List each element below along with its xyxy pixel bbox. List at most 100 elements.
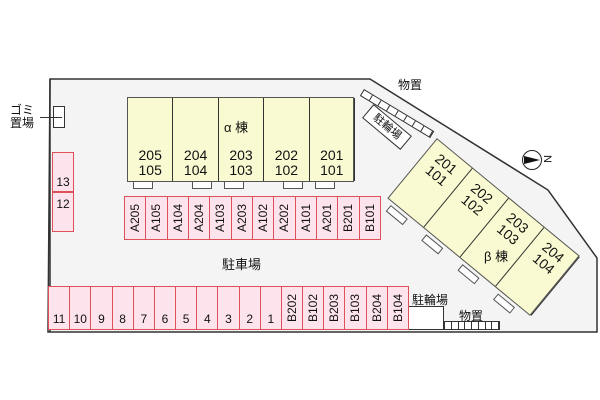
parking-space-label: 13	[56, 175, 70, 189]
unit-upper-number: 201	[320, 147, 344, 163]
parking-space-label: B102	[306, 293, 321, 323]
parking-space: 11	[48, 286, 71, 330]
bike-parking	[408, 306, 444, 330]
building-alpha-label: α 棟	[224, 120, 249, 135]
balcony	[192, 181, 213, 189]
unit-lower-number: 103	[229, 162, 253, 178]
parking-space-label: B202	[285, 293, 300, 323]
storage-bottom	[444, 321, 500, 330]
parking-space-label: A102	[256, 203, 271, 233]
storage-bottom-label: 物置	[459, 309, 484, 323]
parking-space: 10	[69, 286, 92, 330]
garbage-leader-line	[40, 117, 62, 118]
unit-upper-number: 202	[274, 147, 299, 163]
parking-space: 9	[90, 286, 113, 330]
parking-space: 4	[196, 286, 219, 330]
parking-space: 5	[175, 286, 198, 330]
parking-space-label: 7	[140, 312, 148, 326]
unit-lower-number: 105	[138, 162, 162, 178]
parking-space-label: A205	[128, 203, 143, 233]
parking-space-label: 6	[161, 312, 169, 326]
parking-space-label: 3	[225, 312, 232, 326]
parking-space: 12	[52, 192, 74, 232]
balcony	[223, 181, 244, 189]
parking-space-label: B203	[327, 293, 342, 323]
parking-space: B204	[365, 286, 388, 330]
parking-space-label: A101	[298, 203, 313, 233]
parking-space-label: A104	[170, 203, 185, 233]
parking-space: B203	[323, 286, 346, 330]
parking-space: 1	[259, 286, 282, 330]
compass-north-label: N	[540, 155, 553, 163]
parking-space-label: A201	[320, 203, 335, 233]
parking-space-label: 4	[203, 312, 211, 326]
parking-space-label: B204	[369, 293, 384, 323]
garbage-label: ゴミ置場	[10, 103, 35, 130]
balcony	[283, 181, 304, 189]
unit-lower-number: 104	[183, 162, 208, 178]
parking-space-label: A105	[149, 203, 164, 233]
unit-upper-number: 203	[229, 147, 253, 163]
balcony	[314, 181, 335, 189]
parking-space-label: 2	[246, 312, 253, 326]
parking-space: 2	[238, 286, 261, 330]
unit-upper-number: 204	[183, 147, 208, 163]
parking-space: 3	[217, 286, 240, 330]
unit-lower-number: 101	[320, 162, 344, 178]
parking-space: B102	[302, 286, 325, 330]
parking-space-label: A202	[277, 203, 292, 233]
parking-space: 13	[52, 152, 74, 192]
parking-space-label: B201	[341, 203, 356, 233]
bike-parking-label: 駐輪場	[412, 293, 449, 307]
parking-space: A101	[294, 196, 317, 240]
parking-space: B101	[358, 196, 381, 240]
compass-icon	[522, 150, 542, 170]
unit-upper-number: 205	[138, 147, 162, 163]
parking-space-label: B103	[348, 293, 363, 323]
parking-space: B104	[386, 286, 409, 330]
parking-space-label: B101	[362, 203, 377, 233]
parking-space: 6	[153, 286, 177, 330]
parking-space: A204	[188, 196, 211, 240]
parking-space: B103	[344, 286, 367, 330]
building-beta-label: β 棟	[484, 249, 509, 264]
parking-space: A103	[209, 196, 232, 240]
parking-space-label: 5	[182, 312, 190, 326]
parking-space: 8	[111, 286, 134, 330]
parking-space-label: A204	[192, 203, 207, 233]
parking-space-label: 9	[98, 312, 105, 326]
parking-space: 7	[132, 286, 155, 330]
parking-space: A205	[124, 196, 147, 240]
storage-top-label: 物置	[398, 78, 423, 92]
parking-space: A202	[273, 196, 296, 240]
parking-space-label: 1	[267, 312, 275, 326]
parking-label: 駐車場	[222, 257, 262, 272]
parking-space-label: 8	[119, 312, 126, 326]
parking-space-label: A203	[234, 203, 249, 233]
parking-space-label: 12	[56, 197, 70, 211]
parking-space: B201	[337, 196, 360, 240]
parking-space-label: 11	[52, 312, 66, 326]
unit-lower-number: 102	[274, 162, 299, 178]
parking-space: A102	[252, 196, 275, 240]
parking-space: A201	[316, 196, 339, 240]
parking-space-label: 10	[73, 312, 87, 326]
parking-space-label: A103	[213, 203, 228, 233]
parking-space-label: B104	[390, 293, 405, 323]
parking-space: A203	[230, 196, 253, 240]
balcony	[133, 181, 153, 189]
parking-space: A105	[145, 196, 168, 240]
parking-space: A104	[166, 196, 189, 240]
parking-space: B202	[280, 286, 304, 330]
